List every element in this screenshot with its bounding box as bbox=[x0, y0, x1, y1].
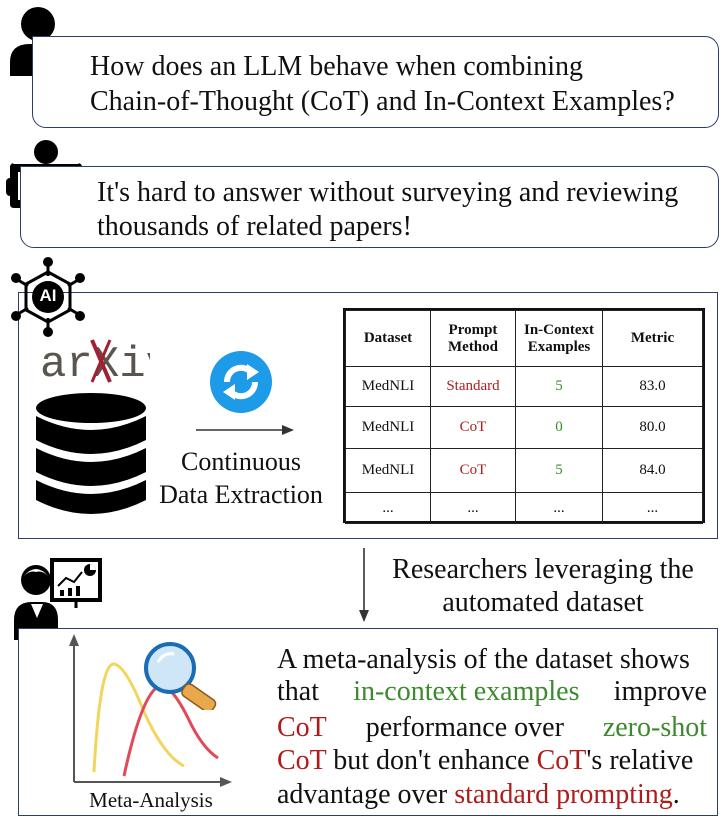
meta-word-cot: CoT bbox=[277, 712, 327, 743]
reader-bubble bbox=[20, 166, 719, 248]
meta-phrase-relative: 's relative bbox=[586, 745, 694, 776]
researchers-text-line-2: automated dataset bbox=[442, 587, 644, 618]
cell-metric: 84.0 bbox=[602, 448, 703, 493]
meta-text-line-3: CoT performance over zero-shot bbox=[277, 709, 707, 746]
question-text-line-1: How does an LLM behave when combining bbox=[90, 51, 583, 82]
meta-word-zero-shot: zero-shot bbox=[602, 712, 707, 743]
meta-period: . bbox=[672, 779, 680, 810]
header-metric: Metric bbox=[602, 310, 703, 367]
meta-phrase-performance-over: performance over bbox=[365, 712, 564, 743]
cell-method: Standard bbox=[430, 366, 516, 407]
extraction-label-line-2: Data Extraction bbox=[159, 480, 323, 509]
cell-dataset: MedNLI bbox=[345, 366, 431, 407]
cell-metric: 83.0 bbox=[602, 366, 703, 407]
magnifier-icon bbox=[140, 642, 252, 713]
table-row: MedNLI CoT 5 84.0 bbox=[345, 448, 703, 493]
meta-analysis-panel bbox=[18, 628, 718, 816]
meta-word-improve: improve bbox=[613, 676, 707, 707]
cell-metric: 80.0 bbox=[602, 406, 703, 449]
reader-text-line-2: thousands of related papers! bbox=[97, 211, 412, 242]
table-row: MedNLI CoT 0 80.0 bbox=[345, 406, 703, 449]
meta-text-line-2: that in-context examples improve bbox=[277, 673, 707, 710]
table-row: MedNLI Standard 5 83.0 bbox=[345, 366, 703, 407]
cell-dataset: MedNLI bbox=[345, 448, 431, 493]
cell-examples: 5 bbox=[515, 366, 603, 407]
question-bubble bbox=[32, 36, 719, 128]
cell-metric: ... bbox=[602, 492, 703, 524]
meta-phrase-in-context-examples: in-context examples bbox=[353, 676, 580, 707]
extraction-label-line-1: Continuous bbox=[181, 447, 301, 476]
cell-examples: ... bbox=[515, 492, 603, 524]
cell-method: CoT bbox=[430, 406, 516, 449]
meta-analysis-caption: Meta-Analysis bbox=[89, 788, 213, 812]
meta-word-cot-2: CoT bbox=[277, 745, 327, 776]
arrow-right-icon bbox=[196, 422, 296, 438]
arrow-down-icon bbox=[356, 548, 372, 624]
meta-word-cot-3: CoT bbox=[536, 745, 587, 776]
ai-badge-text: AI bbox=[39, 286, 57, 305]
reader-text-line-1: It's hard to answer without surveying an… bbox=[97, 177, 679, 208]
cell-examples: 0 bbox=[515, 406, 603, 449]
question-text-line-2: Chain-of-Thought (CoT) and In-Context Ex… bbox=[90, 86, 675, 117]
cell-examples: 5 bbox=[515, 448, 603, 493]
researchers-text-line-1: Researchers leveraging the bbox=[392, 554, 694, 585]
table-row: ... ... ... ... bbox=[345, 492, 703, 524]
refresh-icon bbox=[209, 350, 273, 414]
meta-phrase-standard-prompting: standard prompting bbox=[454, 779, 673, 810]
cell-method: CoT bbox=[430, 448, 516, 493]
ai-network-icon bbox=[10, 256, 86, 338]
cell-dataset: MedNLI bbox=[345, 406, 431, 449]
database-icon bbox=[34, 392, 148, 518]
meta-word-that: that bbox=[277, 676, 319, 707]
meta-text-line-1: A meta-analysis of the dataset shows bbox=[277, 644, 690, 675]
researcher-dashboard-icon bbox=[12, 556, 104, 640]
header-dataset: Dataset bbox=[345, 310, 431, 367]
cell-dataset: ... bbox=[345, 492, 431, 524]
cell-method: ... bbox=[430, 492, 516, 524]
meta-phrase-dont-enhance: but don't enhance bbox=[326, 745, 537, 776]
arxiv-logo: arXiv bbox=[40, 334, 172, 390]
meta-text-line-4: CoT but don't enhance CoT's relative bbox=[277, 742, 693, 779]
meta-text-line-5: advantage over standard prompting. bbox=[277, 776, 680, 813]
meta-phrase-advantage-over: advantage over bbox=[277, 779, 455, 810]
